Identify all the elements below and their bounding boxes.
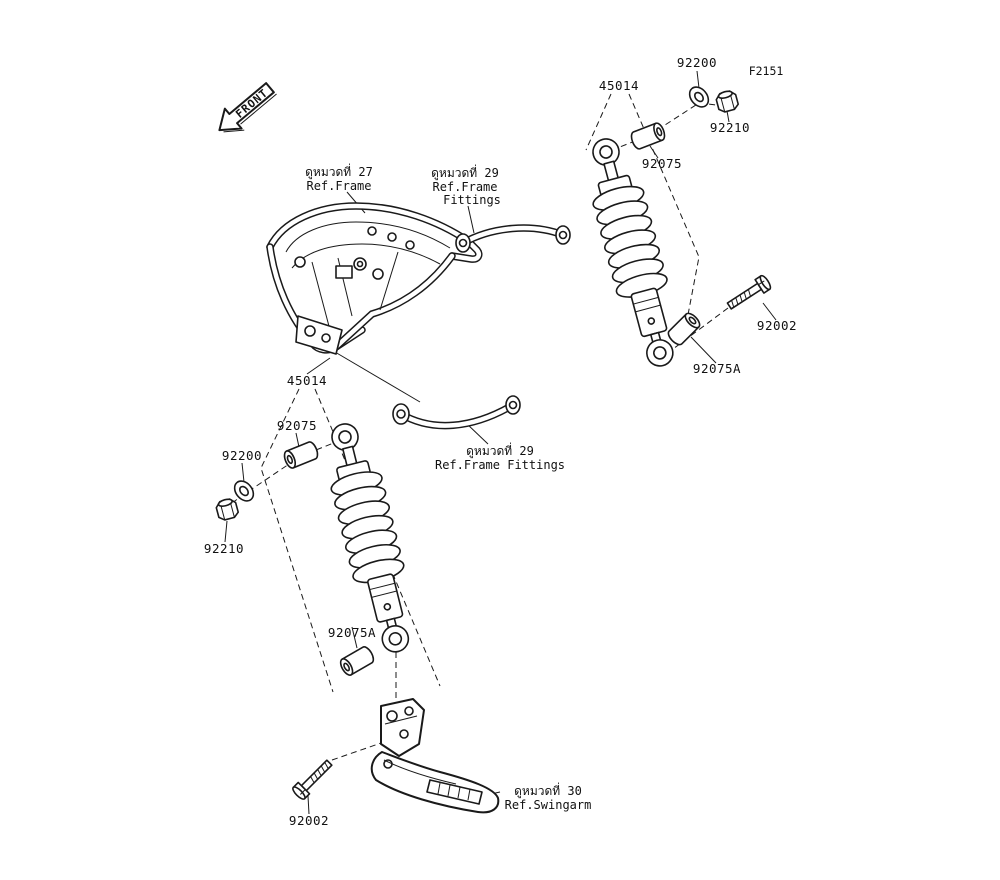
leader-bolt-upper bbox=[762, 302, 777, 321]
label-ref-swingarm-2: Ref.Swingarm bbox=[505, 798, 592, 812]
frame-hole bbox=[405, 240, 415, 250]
bolt-92002-lower bbox=[290, 756, 336, 802]
label-92075-lower: 92075 bbox=[277, 418, 317, 433]
label-ref-frame-1: ดูหมวดที่ 27 bbox=[305, 163, 373, 180]
leader-nut-upper bbox=[726, 110, 730, 123]
label-92075a-lower: 92075A bbox=[328, 625, 376, 640]
axis-upper-hardware bbox=[611, 102, 726, 151]
leader-nut-lower bbox=[224, 520, 228, 543]
frame-bracket bbox=[295, 315, 343, 355]
label-92210-lower: 92210 bbox=[204, 541, 244, 556]
leader-shock-upper-right bbox=[628, 93, 700, 321]
label-ref-fittings-upper-2: Ref.Frame bbox=[432, 180, 497, 194]
leader-frame-to-fitting bbox=[334, 351, 421, 403]
label-92075-upper: 92075 bbox=[642, 156, 682, 171]
bushing-92075a-lower bbox=[337, 644, 377, 678]
label-ref-fittings-upper-3: Fittings bbox=[443, 193, 501, 207]
swingarm-bracket bbox=[380, 698, 425, 757]
label-92002-lower: 92002 bbox=[289, 813, 329, 828]
frame-hole bbox=[294, 256, 306, 268]
leader-shock-lower-to-frame bbox=[306, 357, 331, 375]
label-92002-upper: 92002 bbox=[757, 318, 797, 333]
frame bbox=[266, 202, 483, 355]
shock-absorber-lower bbox=[315, 417, 425, 659]
nut-92210-upper bbox=[714, 88, 741, 115]
axis-bolt-upper bbox=[672, 307, 729, 350]
label-92200-lower: 92200 bbox=[222, 448, 262, 463]
leader-bolt-lower bbox=[307, 795, 310, 815]
swingarm bbox=[370, 698, 500, 814]
axis-bolt-lower bbox=[331, 741, 385, 761]
washer-92200-upper bbox=[685, 82, 713, 112]
front-arrow: FRONT bbox=[218, 82, 277, 133]
label-ref-fittings-upper-1: ดูหมวดที่ 29 bbox=[431, 164, 499, 181]
label-ref-swingarm-1: ดูหมวดที่ 30 bbox=[514, 782, 582, 799]
frame-fitting-lower bbox=[392, 395, 521, 430]
leader-shock-upper-left bbox=[585, 93, 612, 151]
leader-shock-lower-left bbox=[260, 388, 334, 693]
bolt-92002-upper bbox=[724, 273, 774, 314]
label-figure-code: F2151 bbox=[749, 64, 784, 78]
leader-bushing-upper bbox=[649, 145, 659, 159]
label-45014-upper: 45014 bbox=[599, 78, 639, 93]
bushing-92075-lower bbox=[281, 439, 321, 471]
leader-bushing-a-lower bbox=[351, 626, 358, 649]
label-ref-fittings-lower-1: ดูหมวดที่ 29 bbox=[466, 442, 534, 459]
label-92200-upper: 92200 bbox=[677, 55, 717, 70]
label-92210-upper: 92210 bbox=[710, 120, 750, 135]
label-92075a-upper: 92075A bbox=[693, 361, 741, 376]
leader-ref-fittings-upper bbox=[467, 205, 475, 234]
label-45014-lower: 45014 bbox=[287, 373, 327, 388]
leader-bushing-a-upper bbox=[690, 336, 717, 364]
leader-washer-lower bbox=[241, 462, 245, 483]
frame-hole bbox=[387, 232, 397, 242]
frame-hole bbox=[367, 226, 377, 236]
bushing-92075-upper bbox=[628, 120, 668, 152]
axis-lower-hardware bbox=[231, 439, 342, 504]
label-ref-frame-2: Ref.Frame bbox=[306, 179, 371, 193]
frame-fitting-upper bbox=[455, 224, 571, 253]
bushing-92075a-upper bbox=[665, 310, 703, 348]
leader-bushing-lower bbox=[295, 432, 300, 448]
label-ref-fittings-lower-2: Ref.Frame Fittings bbox=[435, 458, 565, 472]
leader-washer-upper bbox=[696, 70, 700, 89]
labels: 92200 F2151 45014 92210 92075 ดูหมวดที่ … bbox=[204, 55, 797, 828]
